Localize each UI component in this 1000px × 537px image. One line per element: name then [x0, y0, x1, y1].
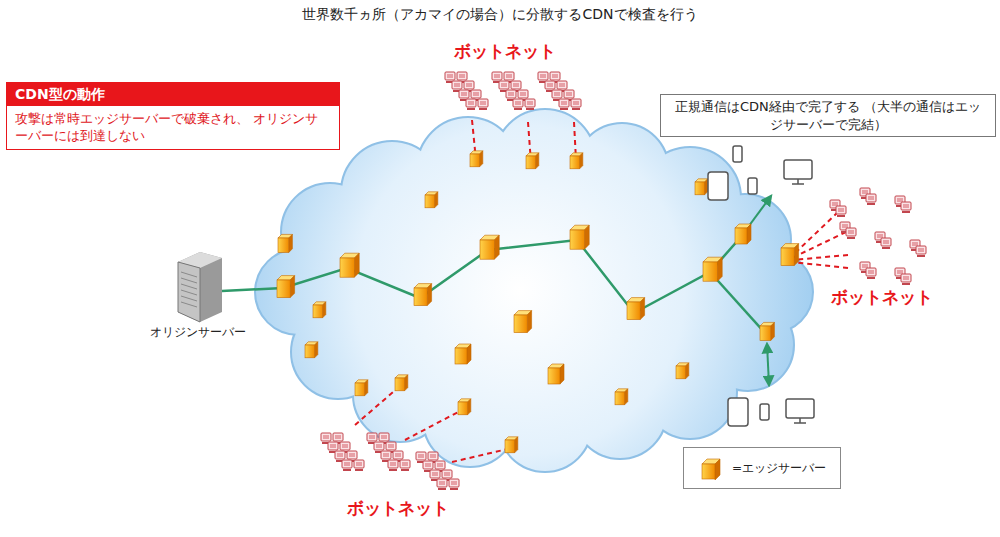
callout-text: 正規通信はCDN経由で完了する （大半の通信はエッジサーバーで完結） [661, 95, 995, 136]
attack-lines [355, 120, 848, 462]
botnet-label: ボットネット [454, 40, 556, 63]
box-body: 攻撃は常時エッジサーバーで破棄され、 オリジンサーバーには到達しない [7, 106, 339, 149]
box-heading: CDN型の動作 [7, 83, 339, 106]
botnet-label: ボットネット [831, 286, 933, 309]
client-devices [708, 146, 814, 426]
botnet-label: ボットネット [347, 497, 449, 520]
diagram-title: 世界数千ヵ所（アカマイの場合）に分散するCDNで検査を行う [0, 6, 1000, 24]
legend-server-icon [698, 456, 724, 480]
cdn-cloud [256, 110, 812, 471]
legend-box: =エッジサーバー [683, 447, 841, 489]
legend-text: =エッジサーバー [732, 460, 826, 477]
edge-servers [277, 151, 799, 453]
legit-route [222, 196, 771, 385]
origin-label: オリジンサーバー [150, 324, 246, 341]
info-box: CDN型の動作攻撃は常時エッジサーバーで破棄され、 オリジンサーバーには到達しな… [6, 82, 340, 150]
origin-server [178, 252, 222, 322]
callout-box: 正規通信はCDN経由で完了する （大半の通信はエッジサーバーで完結） [660, 94, 996, 137]
